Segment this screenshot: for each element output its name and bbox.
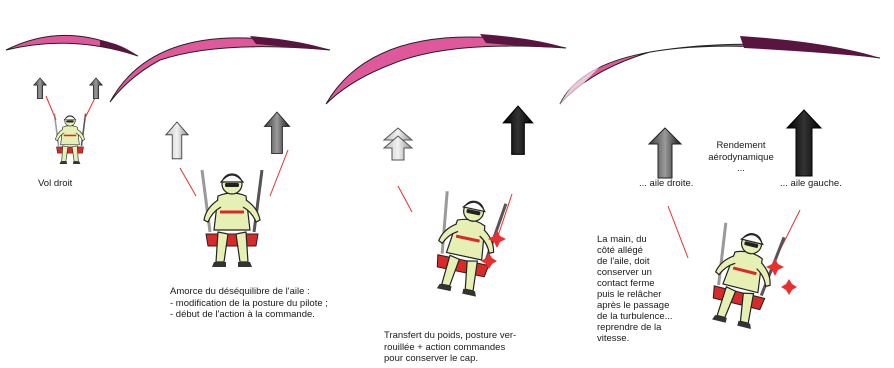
wing-stage-1 xyxy=(5,34,139,57)
lift-arrow-s2-left xyxy=(165,121,189,160)
caption-stage-2-title: Amorce du déséquilibre de l'aile : xyxy=(170,286,310,297)
caption-stage-2-point-2: - début de l'action à la commande. xyxy=(170,309,315,320)
lift-arrow-s3-right xyxy=(502,105,534,155)
lift-arrow-s2-right xyxy=(263,111,291,154)
label-right-wing: ... aile droite. xyxy=(639,178,694,189)
pilot-stage-3 xyxy=(425,189,508,301)
control-star-icon xyxy=(481,230,506,269)
control-star-icon-s4 xyxy=(766,258,797,295)
pilot-stage-4 xyxy=(700,221,786,333)
label-left-wing: ... aile gauche. xyxy=(780,178,842,189)
caption-stage-1: Vol droit xyxy=(38,178,73,189)
caption-stage-2: Amorce du déséquilibre de l'aile : - mod… xyxy=(170,286,328,321)
caption-stage-4-hand: La main, du côté allégé de l'aile, doit … xyxy=(597,234,673,344)
wing-stage-3 xyxy=(325,34,567,105)
caption-stage-3: Transfert du poids, posture ver- rouillé… xyxy=(384,330,517,364)
caption-stage-2-point-1: - modification de la posture du pilote ; xyxy=(170,297,328,309)
pilot-stage-1 xyxy=(53,112,87,165)
lift-arrow-s1-left xyxy=(33,77,47,100)
label-aerodynamic-efficiency: Rendement aérodynamique ... xyxy=(708,140,774,174)
lift-arrow-s4-left xyxy=(647,127,683,179)
lift-arrow-s3-left xyxy=(382,127,414,161)
lift-arrow-s1-right xyxy=(89,77,103,100)
wing-stage-2 xyxy=(109,36,331,103)
wing-stage-4 xyxy=(559,36,881,105)
lift-arrow-s4-right xyxy=(785,109,823,177)
pilot-stage-2 xyxy=(200,168,264,269)
